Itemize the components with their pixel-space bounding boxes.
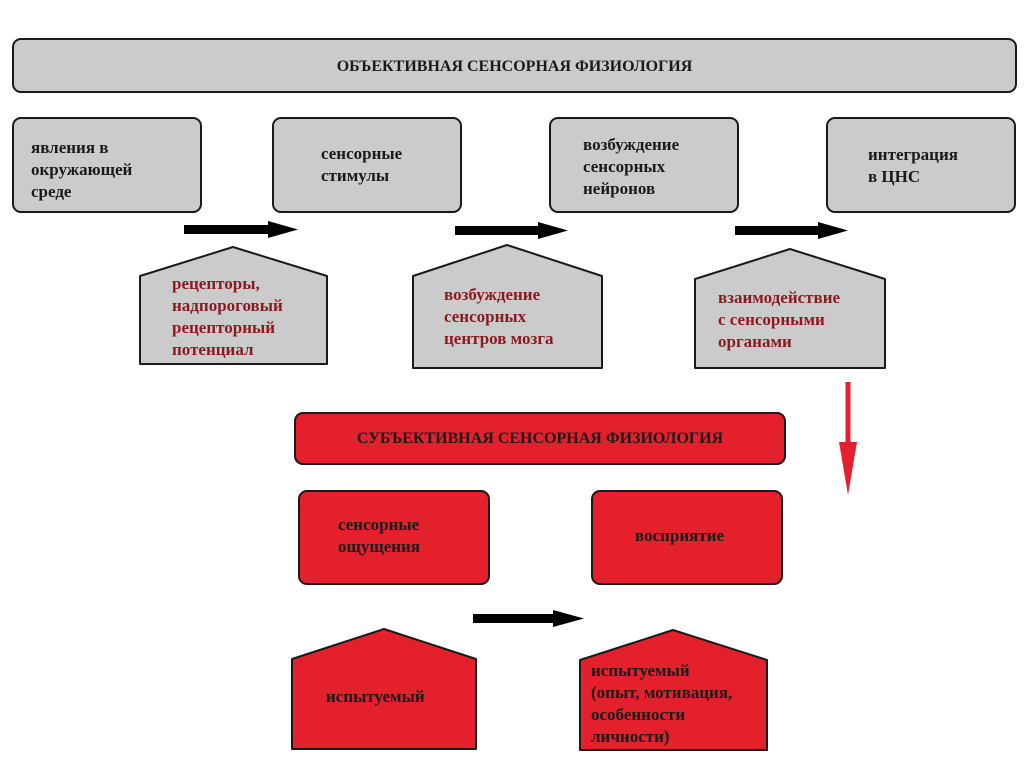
step-label-neurons: возбуждение сенсорных нейронов (583, 135, 680, 198)
objective-title: ОБЪЕКТИВНАЯ СЕНСОРНАЯ ФИЗИОЛОГИЯ (336, 58, 693, 75)
step-label-stimuli: сенсорные стимулы (321, 144, 403, 185)
link-label-subject: испытуемый (326, 687, 425, 706)
step-label-perception: восприятие (635, 526, 725, 545)
objective-title-box: ОБЪЕКТИВНАЯ СЕНСОРНАЯ ФИЗИОЛОГИЯ (12, 38, 1017, 93)
step-label-sensations: сенсорные ощущения (338, 515, 421, 556)
arrow-down-icon (839, 382, 857, 495)
pentagon-receptors (139, 246, 328, 365)
link-label-receptors: рецепторы, надпороговый рецепторный поте… (172, 274, 283, 359)
step-box-cns: интеграция в ЦНС (826, 117, 1016, 213)
step-box-environment: явления в окружающей среде (12, 117, 202, 213)
step-box-stimuli: сенсорные стимулы (272, 117, 462, 213)
pentagon-sensory-organs (694, 248, 886, 369)
link-label-subject-experience: испытуемый (опыт, мотивация, особенности… (591, 661, 733, 746)
step-box-perception: восприятие (591, 490, 783, 585)
arrow-right-icon (735, 222, 848, 239)
step-label-cns: интеграция в ЦНС (868, 145, 958, 186)
pentagon-subject (291, 628, 477, 750)
arrow-right-icon (473, 610, 584, 627)
step-box-neurons: возбуждение сенсорных нейронов (549, 117, 739, 213)
step-label-environment: явления в окружающей среде (31, 138, 133, 201)
link-label-sensory-organs: взаимодействие с сенсорными органами (718, 288, 841, 351)
step-box-sensations: сенсорные ощущения (298, 490, 490, 585)
subjective-title: СУБЪЕКТИВНАЯ СЕНСОРНАЯ ФИЗИОЛОГИЯ (356, 430, 724, 447)
arrow-right-icon (184, 221, 298, 238)
link-label-brain-centers: возбуждение сенсорных центров мозга (444, 285, 554, 348)
arrow-right-icon (455, 222, 568, 239)
subjective-title-box: СУБЪЕКТИВНАЯ СЕНСОРНАЯ ФИЗИОЛОГИЯ (294, 412, 786, 465)
pentagon-subject-experience (579, 629, 768, 751)
pentagon-brain-centers (412, 244, 603, 369)
